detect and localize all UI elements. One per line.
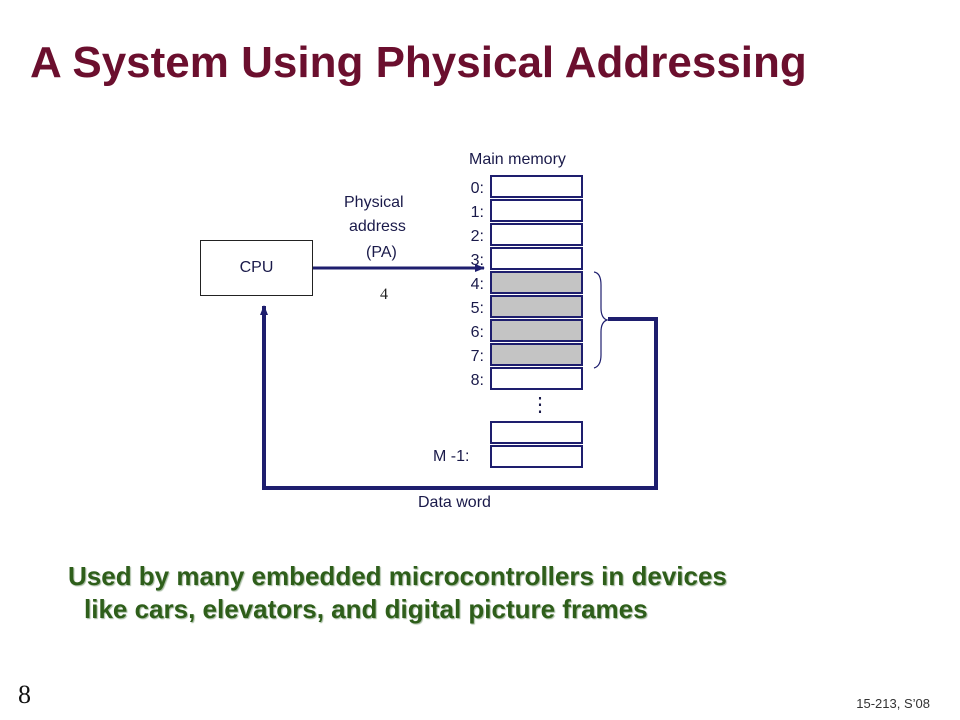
address-label: 7: bbox=[470, 348, 484, 365]
pa-label-line-3: (PA) bbox=[366, 244, 397, 261]
address-label: 2: bbox=[470, 228, 484, 245]
memory-cell bbox=[490, 175, 583, 198]
address-label: 1: bbox=[470, 204, 484, 221]
address-label: 6: bbox=[470, 324, 484, 341]
pa-label-line-2: address bbox=[349, 218, 406, 235]
address-label: 4: bbox=[470, 276, 484, 293]
slide-title: A System Using Physical Addressing bbox=[30, 38, 807, 87]
cpu-label: CPU bbox=[239, 259, 274, 276]
memory-cell bbox=[490, 421, 583, 444]
memory-cell bbox=[490, 367, 583, 390]
memory-cell bbox=[490, 247, 583, 270]
last-address-label: M -1: bbox=[433, 448, 470, 465]
bullet-line-1: Used by many embedded microcontrollers i… bbox=[68, 561, 727, 591]
memory-cell-highlighted bbox=[490, 295, 583, 318]
memory-cell-highlighted bbox=[490, 319, 583, 342]
main-memory-label: Main memory bbox=[469, 151, 566, 168]
data-word-arrow bbox=[260, 305, 658, 490]
memory-cell bbox=[490, 223, 583, 246]
course-footer: 15-213, S’08 bbox=[856, 696, 930, 711]
bullet-line-2: like cars, elevators, and digital pictur… bbox=[84, 594, 648, 624]
bullet-text: Used by many embedded microcontrollers i… bbox=[68, 560, 727, 626]
pa-value: 4 bbox=[380, 286, 388, 303]
address-label: 8: bbox=[470, 372, 484, 389]
slide-number: 8 bbox=[18, 680, 31, 709]
memory-cell bbox=[490, 199, 583, 222]
memory-cell-highlighted bbox=[490, 271, 583, 294]
cpu-box: CPU bbox=[200, 240, 313, 296]
address-label: 0: bbox=[470, 180, 484, 197]
memory-cell-highlighted bbox=[490, 343, 583, 366]
memory-cell-last bbox=[490, 445, 583, 468]
word-brace bbox=[593, 271, 609, 369]
pa-label-line-1: Physical bbox=[344, 194, 404, 211]
address-label: 5: bbox=[470, 300, 484, 317]
memory-ellipsis: ⋮ bbox=[530, 394, 550, 416]
data-word-label: Data word bbox=[418, 494, 491, 511]
